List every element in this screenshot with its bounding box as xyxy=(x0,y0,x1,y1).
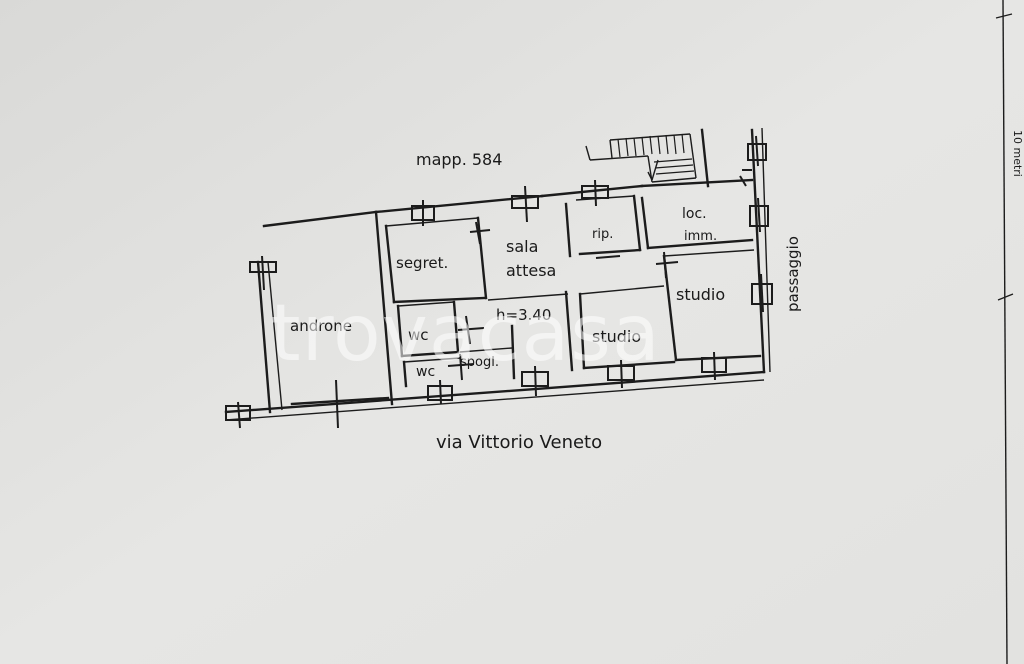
window-mark-9 xyxy=(521,365,549,397)
room-label-loc: loc. xyxy=(682,206,707,222)
scale-bar: 10 metri xyxy=(995,0,1024,664)
window-mark-2 xyxy=(511,185,539,223)
window-mark-4 xyxy=(747,135,767,167)
room-label-segret: segret. xyxy=(396,254,448,272)
door-mark-4 xyxy=(655,251,679,279)
room-label-studio-east: studio xyxy=(676,285,725,304)
door-mark-2 xyxy=(457,315,485,345)
side-passage-label: passaggio xyxy=(784,236,802,312)
window-mark-12 xyxy=(249,255,277,291)
door-mark-7 xyxy=(739,169,752,187)
room-label-studio-central: studio xyxy=(592,327,641,346)
room-label-spogl: spogl. xyxy=(460,355,499,370)
window-mark-10 xyxy=(607,359,635,389)
window-mark-8 xyxy=(427,379,453,405)
staircase xyxy=(585,128,710,188)
window-marks xyxy=(225,135,773,429)
door-mark-5 xyxy=(469,221,491,245)
room-label-androne: androne xyxy=(290,317,352,335)
room-labels: androne segret. sala attesa rip. loc. im… xyxy=(290,206,725,380)
window-mark-7 xyxy=(225,401,251,429)
room-label-imm: imm. xyxy=(684,229,717,244)
door-mark-6 xyxy=(595,255,621,259)
door-mark-3 xyxy=(447,353,475,381)
watermark: trovacasa xyxy=(270,289,661,379)
room-label-rip: rip. xyxy=(592,227,613,242)
window-mark-3 xyxy=(581,179,609,207)
window-mark-11 xyxy=(701,351,727,381)
scale-label: 10 metri xyxy=(1011,130,1024,177)
ceiling-height-label: h=3.40 xyxy=(496,306,551,324)
room-label-attesa: attesa xyxy=(506,261,556,280)
room-label-wc-lower: wc xyxy=(416,364,435,380)
street-label: via Vittorio Veneto xyxy=(436,432,602,453)
room-label-sala: sala xyxy=(506,237,538,256)
floor-plan: androne segret. sala attesa rip. loc. im… xyxy=(224,127,802,453)
door-mark-1 xyxy=(335,379,339,429)
window-mark-5 xyxy=(749,197,769,233)
window-mark-1 xyxy=(411,200,435,226)
room-label-wc-upper: wc xyxy=(408,326,429,344)
watermark-text: trovacasa xyxy=(270,289,661,379)
exterior-walls xyxy=(224,127,771,421)
window-mark-6 xyxy=(751,273,773,313)
parcel-label: mapp. 584 xyxy=(416,150,502,169)
